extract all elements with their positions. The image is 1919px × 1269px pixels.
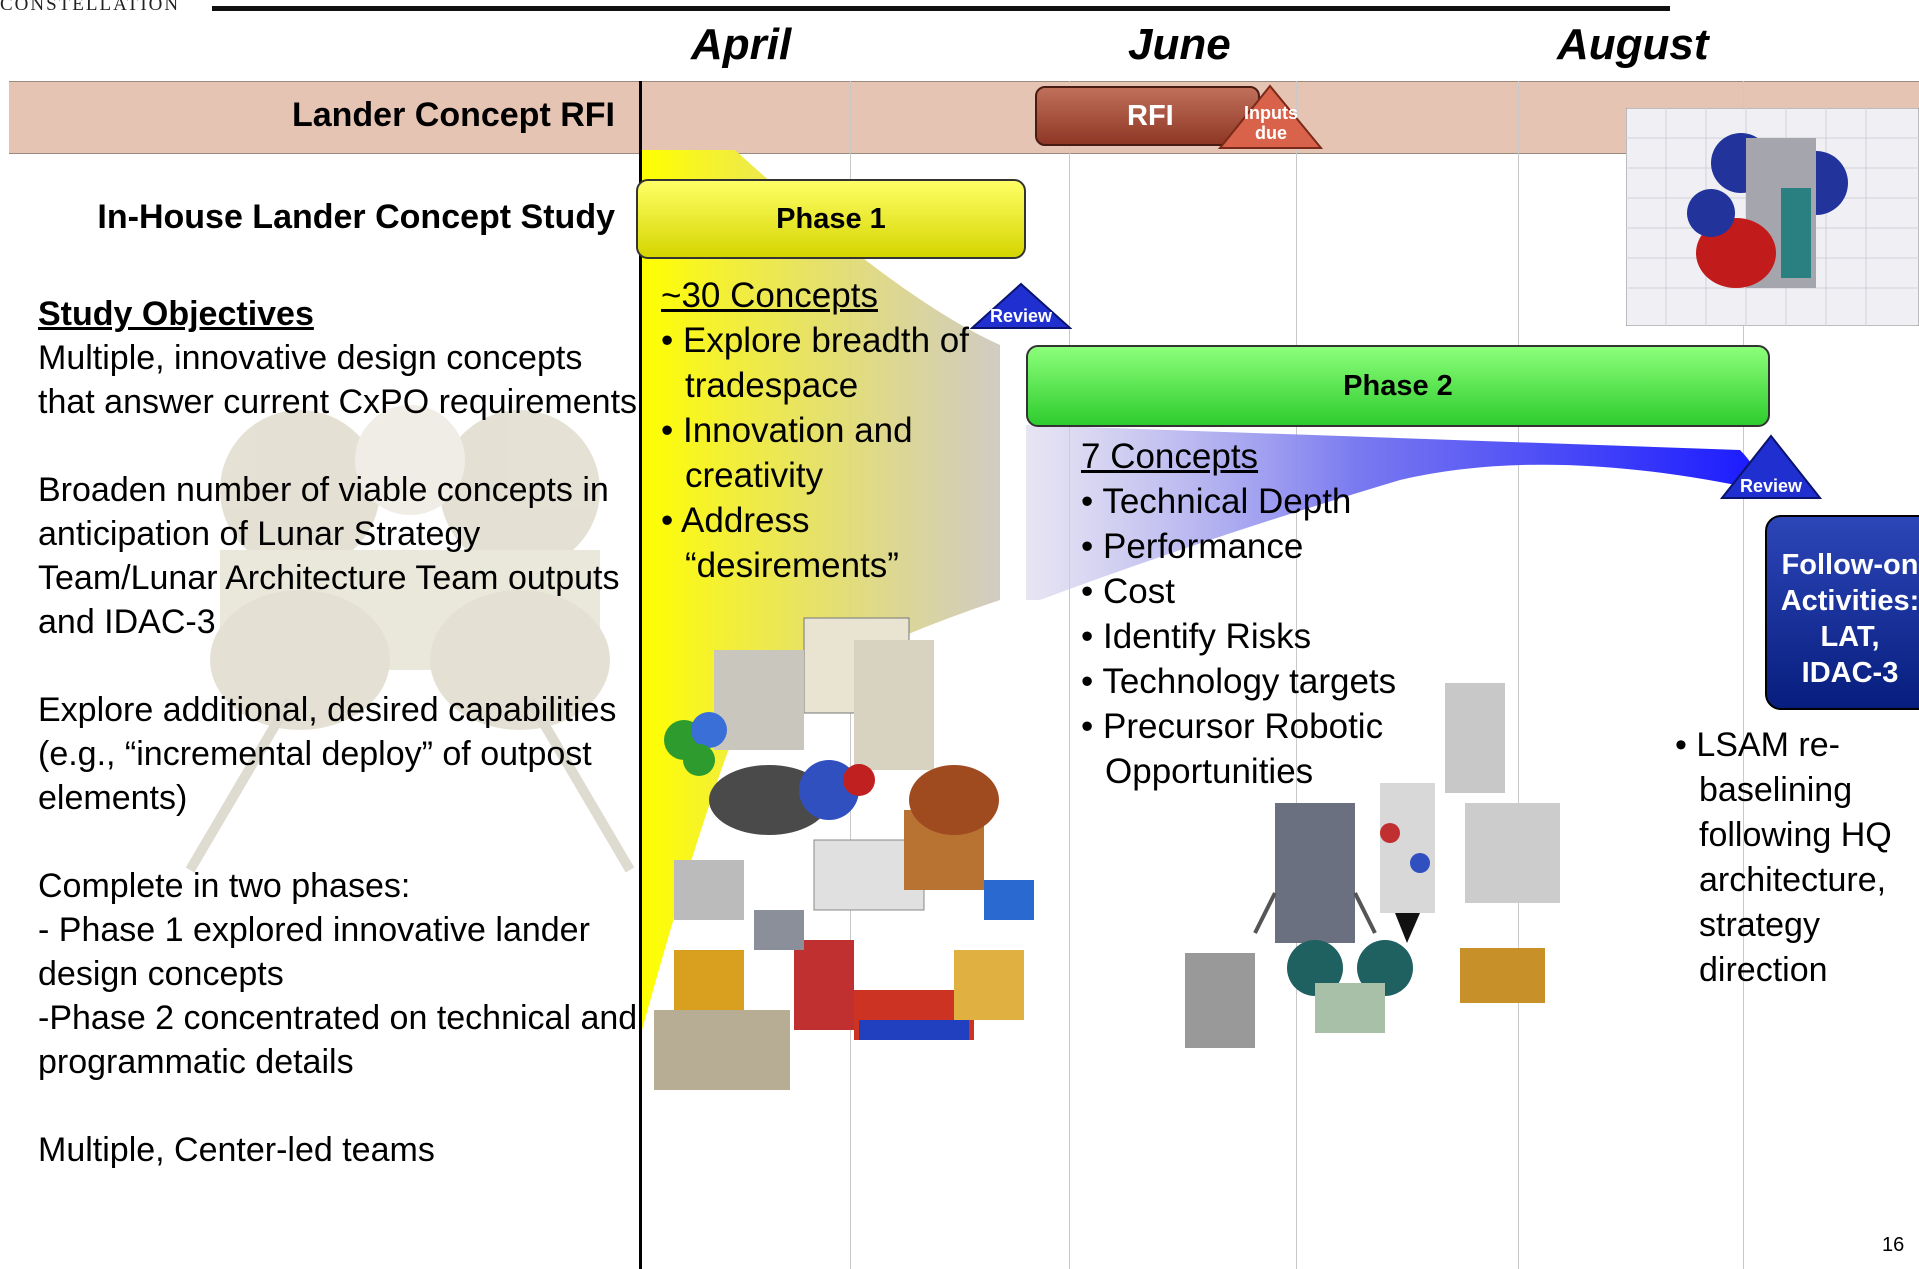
inputs-due-line1: Inputs: [1244, 103, 1298, 123]
phase2-detail-item: • Technical Depth: [1081, 482, 1352, 521]
gridline: [1296, 81, 1297, 1269]
month-august: August: [1557, 20, 1709, 69]
phase1-funnel: [642, 150, 1000, 1030]
lander-model-image: [1626, 108, 1919, 326]
phase2-detail-item: • Precursor Robotic Opportunities: [1081, 707, 1384, 791]
phase1-details: ~30 Concepts • Explore breadth of trades…: [661, 273, 981, 588]
review-label-1: Review: [989, 306, 1053, 326]
objective-paragraph: Explore additional, desired capabilities…: [38, 691, 617, 817]
objective-paragraph: Multiple, innovative design concepts tha…: [38, 339, 638, 421]
month-june: June: [1128, 20, 1231, 69]
study-row-label: In-House Lander Concept Study: [97, 198, 615, 236]
followon-line: IDAC-3: [1801, 657, 1899, 689]
followon-line: LAT,: [1820, 621, 1880, 653]
objective-phases-line: -Phase 2 concentrated on technical and p…: [38, 999, 638, 1081]
objective-paragraph: Multiple, Center-led teams: [38, 1131, 435, 1169]
phase1-details-header: ~30 Concepts: [661, 276, 878, 315]
gridline: [1069, 81, 1070, 1269]
phase1-lander-concepts-image: [654, 617, 1034, 1090]
phase2-funnel: [1026, 425, 1760, 600]
phase1-bar: Phase 1: [636, 179, 1026, 259]
lsam-detail-item: • LSAM re-baselining following HQ archit…: [1675, 726, 1892, 989]
study-objectives: Study Objectives Multiple, innovative de…: [38, 292, 638, 1216]
phase2-details-header: 7 Concepts: [1081, 437, 1259, 476]
phase1-detail-item: • Address “desirements”: [661, 501, 899, 585]
rfi-bar: RFI: [1035, 86, 1260, 146]
phase1-detail-item: • Explore breadth of tradespace: [661, 321, 969, 405]
review-label-2: Review: [1739, 476, 1803, 496]
phase2-detail-item: • Identify Risks: [1081, 617, 1312, 656]
rfi-bar-label: RFI: [1127, 99, 1174, 132]
gridline: [1518, 81, 1519, 1269]
objective-paragraph: Broaden number of viable concepts in ant…: [38, 471, 620, 641]
objective-phases: Complete in two phases: - Phase 1 explor…: [38, 864, 638, 1084]
header-rule: [212, 6, 1670, 11]
inputs-due-label: Inputs due: [1236, 103, 1306, 143]
rfi-row-band: [9, 81, 1919, 154]
phase2-detail-item: • Performance: [1081, 527, 1304, 566]
rfi-row-label: Lander Concept RFI: [291, 96, 615, 134]
review-triangle-icon: [1720, 434, 1822, 499]
inputs-due-line2: due: [1254, 123, 1287, 143]
phase2-detail-item: • Technology targets: [1081, 662, 1397, 701]
timeline-divider: [639, 81, 642, 153]
phase1-bar-label: Phase 1: [776, 202, 886, 235]
followon-activities-box: Follow-on Activities: LAT, IDAC-3: [1765, 515, 1919, 710]
followon-line: Follow-on: [1781, 549, 1919, 581]
objective-phases-line: - Phase 1 explored innovative lander des…: [38, 911, 590, 993]
page-number: 16: [1882, 1234, 1905, 1256]
objective-phases-line: Complete in two phases:: [38, 867, 411, 905]
phase2-lander-concepts-image: [1185, 683, 1560, 1048]
gridline: [1743, 81, 1744, 1269]
month-april: April: [691, 20, 792, 69]
phase2-detail-item: • Cost: [1081, 572, 1175, 611]
phase2-details: 7 Concepts • Technical Depth • Performan…: [1081, 434, 1441, 794]
phase1-detail-item: • Innovation and creativity: [661, 411, 913, 495]
followon-line: Activities:: [1780, 585, 1919, 617]
lander-watermark-image: [185, 405, 635, 873]
review-triangle-icon: [970, 282, 1072, 329]
phase2-bar: Phase 2: [1026, 345, 1770, 427]
objectives-title: Study Objectives: [38, 295, 314, 333]
lsam-details: • LSAM re-baselining following HQ archit…: [1675, 723, 1919, 993]
inputs-due-triangle: [1218, 84, 1323, 149]
phase2-bar-label: Phase 2: [1343, 369, 1453, 402]
constellation-logo-text: CONSTELLATION: [0, 0, 181, 15]
timeline-divider: [639, 152, 642, 1269]
